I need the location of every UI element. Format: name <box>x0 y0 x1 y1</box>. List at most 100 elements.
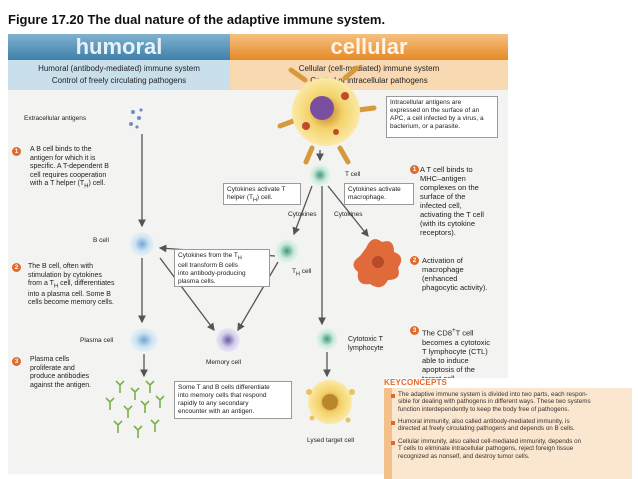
step-line: into a plasma cell. Some B <box>28 290 111 298</box>
step-line: specific. A T-dependent B <box>30 163 109 170</box>
subscript: H <box>253 197 257 204</box>
th-cell-label: TH cell <box>292 268 311 277</box>
figure-title: Figure 17.20 The dual nature of the adap… <box>8 12 386 27</box>
step-line: apoptosis of the <box>422 364 475 374</box>
label-line: Cytotoxic T <box>348 336 383 343</box>
box-line: rapidly to any secondary <box>178 400 249 407</box>
humoral-subtitle-line1: Humoral (antibody-mediated) immune syste… <box>38 64 200 73</box>
step-line: from a TH cell, differentiates <box>28 280 140 291</box>
intracellular-line: APC, a cell infected by a virus, a <box>390 115 484 122</box>
concept-line: Cellular immunity, also called cell-medi… <box>398 438 582 445</box>
th-text: cell <box>299 268 312 275</box>
concept-line: directed at freely circulating pathogens… <box>398 425 575 433</box>
humoral-subtitle-line2: Control of freely circulating pathogens <box>51 76 187 85</box>
step-line: able to induce <box>422 355 469 365</box>
macrophage <box>353 239 402 288</box>
plasma-cell-label: Plasma cell <box>80 337 114 344</box>
key-concept-item-1: The adaptive immune system is divided in… <box>398 391 630 413</box>
extracellular-antigens-label: Extracellular antigens <box>24 115 87 122</box>
humoral-heading: humoral <box>8 34 230 60</box>
step-line: receptors). <box>420 228 456 237</box>
subscript: H <box>237 255 242 262</box>
humoral-step-1-text: A B cell binds to the antigen for which … <box>30 146 140 191</box>
humoral-step-1-badge: 1 <box>12 147 21 156</box>
concept-line: Humoral immunity, also called antibody-m… <box>398 418 570 425</box>
box-line: Cytokines activate T <box>227 186 286 193</box>
memory-cell-label: Memory cell <box>206 359 242 366</box>
bullet-icon <box>391 394 395 398</box>
box-line: Some T and B cells differentiate <box>178 384 270 391</box>
step-line: infected cell, <box>420 201 462 210</box>
box-text: helper (T <box>227 194 254 201</box>
superscript: + <box>452 327 456 334</box>
key-concepts-stripe <box>384 388 392 479</box>
cellular-step-1-text: A T cell binds to MHC–antigen complexes … <box>420 165 510 237</box>
subscript: H <box>53 283 59 290</box>
concept-line: function interdependently to keep the bo… <box>398 405 570 413</box>
box-line: Cytokines from the TH <box>178 252 266 262</box>
step-line: with a T helper (TH) cell. <box>30 180 140 191</box>
apc-cell <box>277 65 377 165</box>
intracellular-line: Intracellular antigens are <box>390 99 462 106</box>
box-line: macrophage. <box>348 194 386 201</box>
b-cell <box>130 232 154 256</box>
step-line: phagocytic activity). <box>422 283 488 292</box>
th-text: T <box>292 268 296 275</box>
subscript: H <box>84 183 89 190</box>
th-cell <box>275 239 299 263</box>
box-text: ) cell. <box>256 194 273 201</box>
bullet-icon <box>391 421 395 425</box>
step-line: produce antibodies <box>30 373 90 380</box>
cellular-subtitle-line2: Control of intracellular pathogens <box>310 76 428 85</box>
step-text: cell, differentiates <box>58 280 115 287</box>
lysed-target-label: Lysed target cell <box>307 437 355 444</box>
step-line: MHC–antigen <box>420 174 466 183</box>
step-line: surface of the <box>420 192 466 201</box>
step-text: The CD8 <box>422 328 453 338</box>
step-line: (enhanced <box>422 274 458 283</box>
cytokines-left-label: Cytokines <box>288 211 317 218</box>
intracellular-line: expressed on the surface of an <box>390 107 480 114</box>
key-concepts-title: KEYCONCEPTS <box>384 378 448 387</box>
cytokines-activate-mac-box: Cytokines activate macrophage. <box>344 183 414 205</box>
box-line: into antibody-producing <box>178 270 246 278</box>
concept-line: T cells to eliminate intracellular patho… <box>398 445 574 453</box>
cellular-step-1-badge: 1 <box>410 165 419 174</box>
step-line: T lymphocyte (CTL) <box>422 346 488 356</box>
cellular-heading: cellular <box>230 34 508 60</box>
concept-line: sible for dealing with pathogens in diff… <box>398 398 591 406</box>
step-line: activating the T cell <box>420 210 484 219</box>
bullet-icon <box>391 441 395 445</box>
box-line: cell transform B cells <box>178 262 238 270</box>
cytotoxic-t-lymphocyte <box>316 328 338 350</box>
memory-cell <box>216 328 240 352</box>
extracellular-antigens <box>129 108 143 129</box>
antibodies <box>105 380 165 438</box>
t-cell <box>309 164 331 186</box>
box-line: into memory cells that respond <box>178 392 267 399</box>
key-concept-item-2: Humoral immunity, also called antibody-m… <box>398 418 630 433</box>
step-line: A B cell binds to the <box>30 146 92 153</box>
step-text: T cell <box>455 328 474 338</box>
step-line: The B cell, often with <box>28 263 93 270</box>
step-line: against the antigen. <box>30 381 92 389</box>
cellular-step-3-text: The CD8+T cell becomes a cytotoxic T lym… <box>422 326 512 383</box>
plasma-cell <box>130 328 158 352</box>
box-line: plasma cells. <box>178 278 216 286</box>
cytokines-from-th-box: Cytokines from the TH cell transform B c… <box>174 249 270 287</box>
cellular-step-2-text: Activation of macrophage (enhanced phago… <box>422 256 512 292</box>
step-line: Plasma cells <box>30 356 70 363</box>
concept-line: recognized as nonself, and destroy tumor… <box>398 452 530 460</box>
step-line: (with its cytokine <box>420 219 476 228</box>
cytokines-right-label: Cytokines <box>334 211 363 218</box>
step-line: Activation of <box>422 256 463 265</box>
memory-cells-box: Some T and B cells differentiate into me… <box>174 381 292 419</box>
step-line: cells become memory cells. <box>28 299 114 307</box>
humoral-step-2-badge: 2 <box>12 263 21 272</box>
subscript: H <box>295 271 300 278</box>
humoral-subtitle: Humoral (antibody-mediated) immune syste… <box>8 60 230 90</box>
step-line: The CD8+T cell <box>422 326 512 338</box>
humoral-step-3-text: Plasma cells proliferate and produce ant… <box>30 356 120 390</box>
box-line: helper (TH) cell. <box>227 194 297 204</box>
step-text: with a T helper (T <box>30 180 85 187</box>
